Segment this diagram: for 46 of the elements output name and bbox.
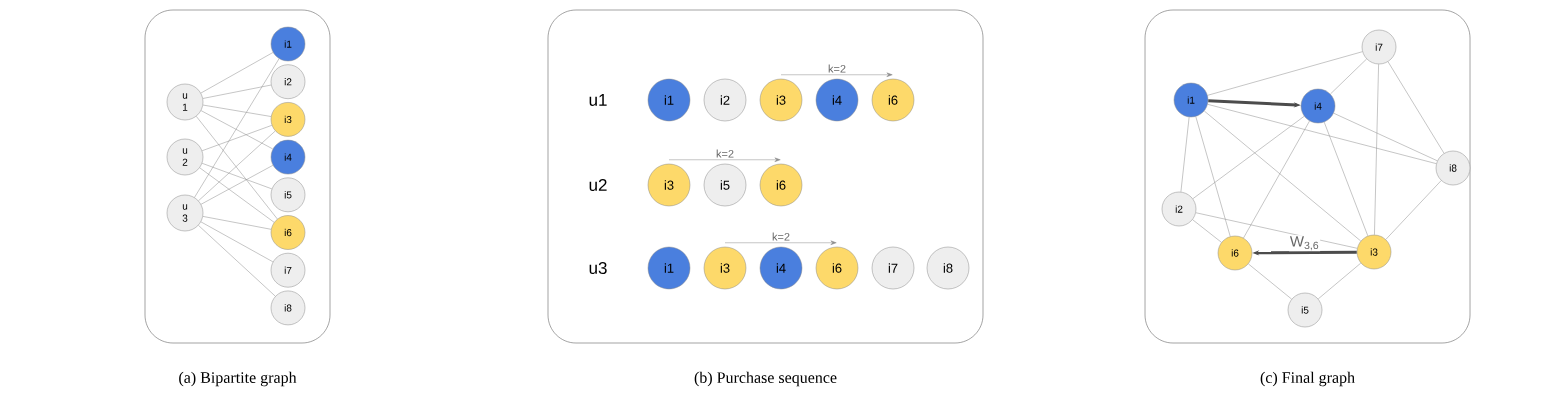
connector bbox=[1385, 180, 1442, 240]
connector bbox=[198, 225, 276, 297]
user-label: u2 bbox=[589, 179, 607, 192]
connector bbox=[1192, 116, 1305, 199]
connector bbox=[668, 157, 781, 162]
user-label: u1 bbox=[589, 94, 607, 106]
edge-label: k=2 bbox=[827, 63, 848, 74]
connector bbox=[1248, 263, 1292, 300]
connector bbox=[202, 104, 272, 117]
connector bbox=[199, 167, 275, 223]
connector bbox=[200, 52, 274, 94]
connector bbox=[724, 240, 837, 245]
panel-label: (b) Purchase sequence bbox=[694, 371, 837, 387]
connector bbox=[1387, 61, 1445, 154]
connector bbox=[196, 116, 278, 220]
connector bbox=[1180, 116, 1190, 193]
connector bbox=[780, 72, 893, 77]
edge-label: k=2 bbox=[771, 231, 792, 242]
connector bbox=[200, 221, 274, 263]
connector bbox=[202, 216, 272, 230]
connector bbox=[1317, 262, 1362, 300]
connector bbox=[200, 165, 274, 205]
connector bbox=[1323, 121, 1369, 237]
connector bbox=[1204, 110, 1361, 242]
panel-label: (a) Bipartite graph bbox=[179, 371, 297, 387]
connector bbox=[198, 130, 276, 201]
edge-label: k=2 bbox=[715, 148, 736, 159]
panel-frame bbox=[1144, 9, 1471, 344]
connector bbox=[201, 163, 273, 190]
panel-label: (c) Final graph bbox=[1260, 371, 1355, 387]
connector bbox=[1192, 219, 1222, 243]
connector bbox=[194, 58, 280, 198]
connector bbox=[201, 125, 273, 151]
connector bbox=[200, 110, 274, 150]
edge-label: W$_{3,6}$ bbox=[1288, 235, 1321, 252]
connector bbox=[1333, 112, 1438, 162]
connector bbox=[1207, 104, 1437, 164]
panel-frame bbox=[547, 9, 984, 344]
connector bbox=[1207, 51, 1363, 96]
connector bbox=[202, 84, 272, 99]
connector bbox=[1330, 58, 1367, 95]
connector bbox=[1374, 64, 1379, 235]
user-label: u3 bbox=[589, 262, 607, 275]
connector bbox=[1243, 120, 1310, 239]
connector bbox=[1195, 116, 1231, 237]
panel-frame bbox=[144, 9, 331, 344]
